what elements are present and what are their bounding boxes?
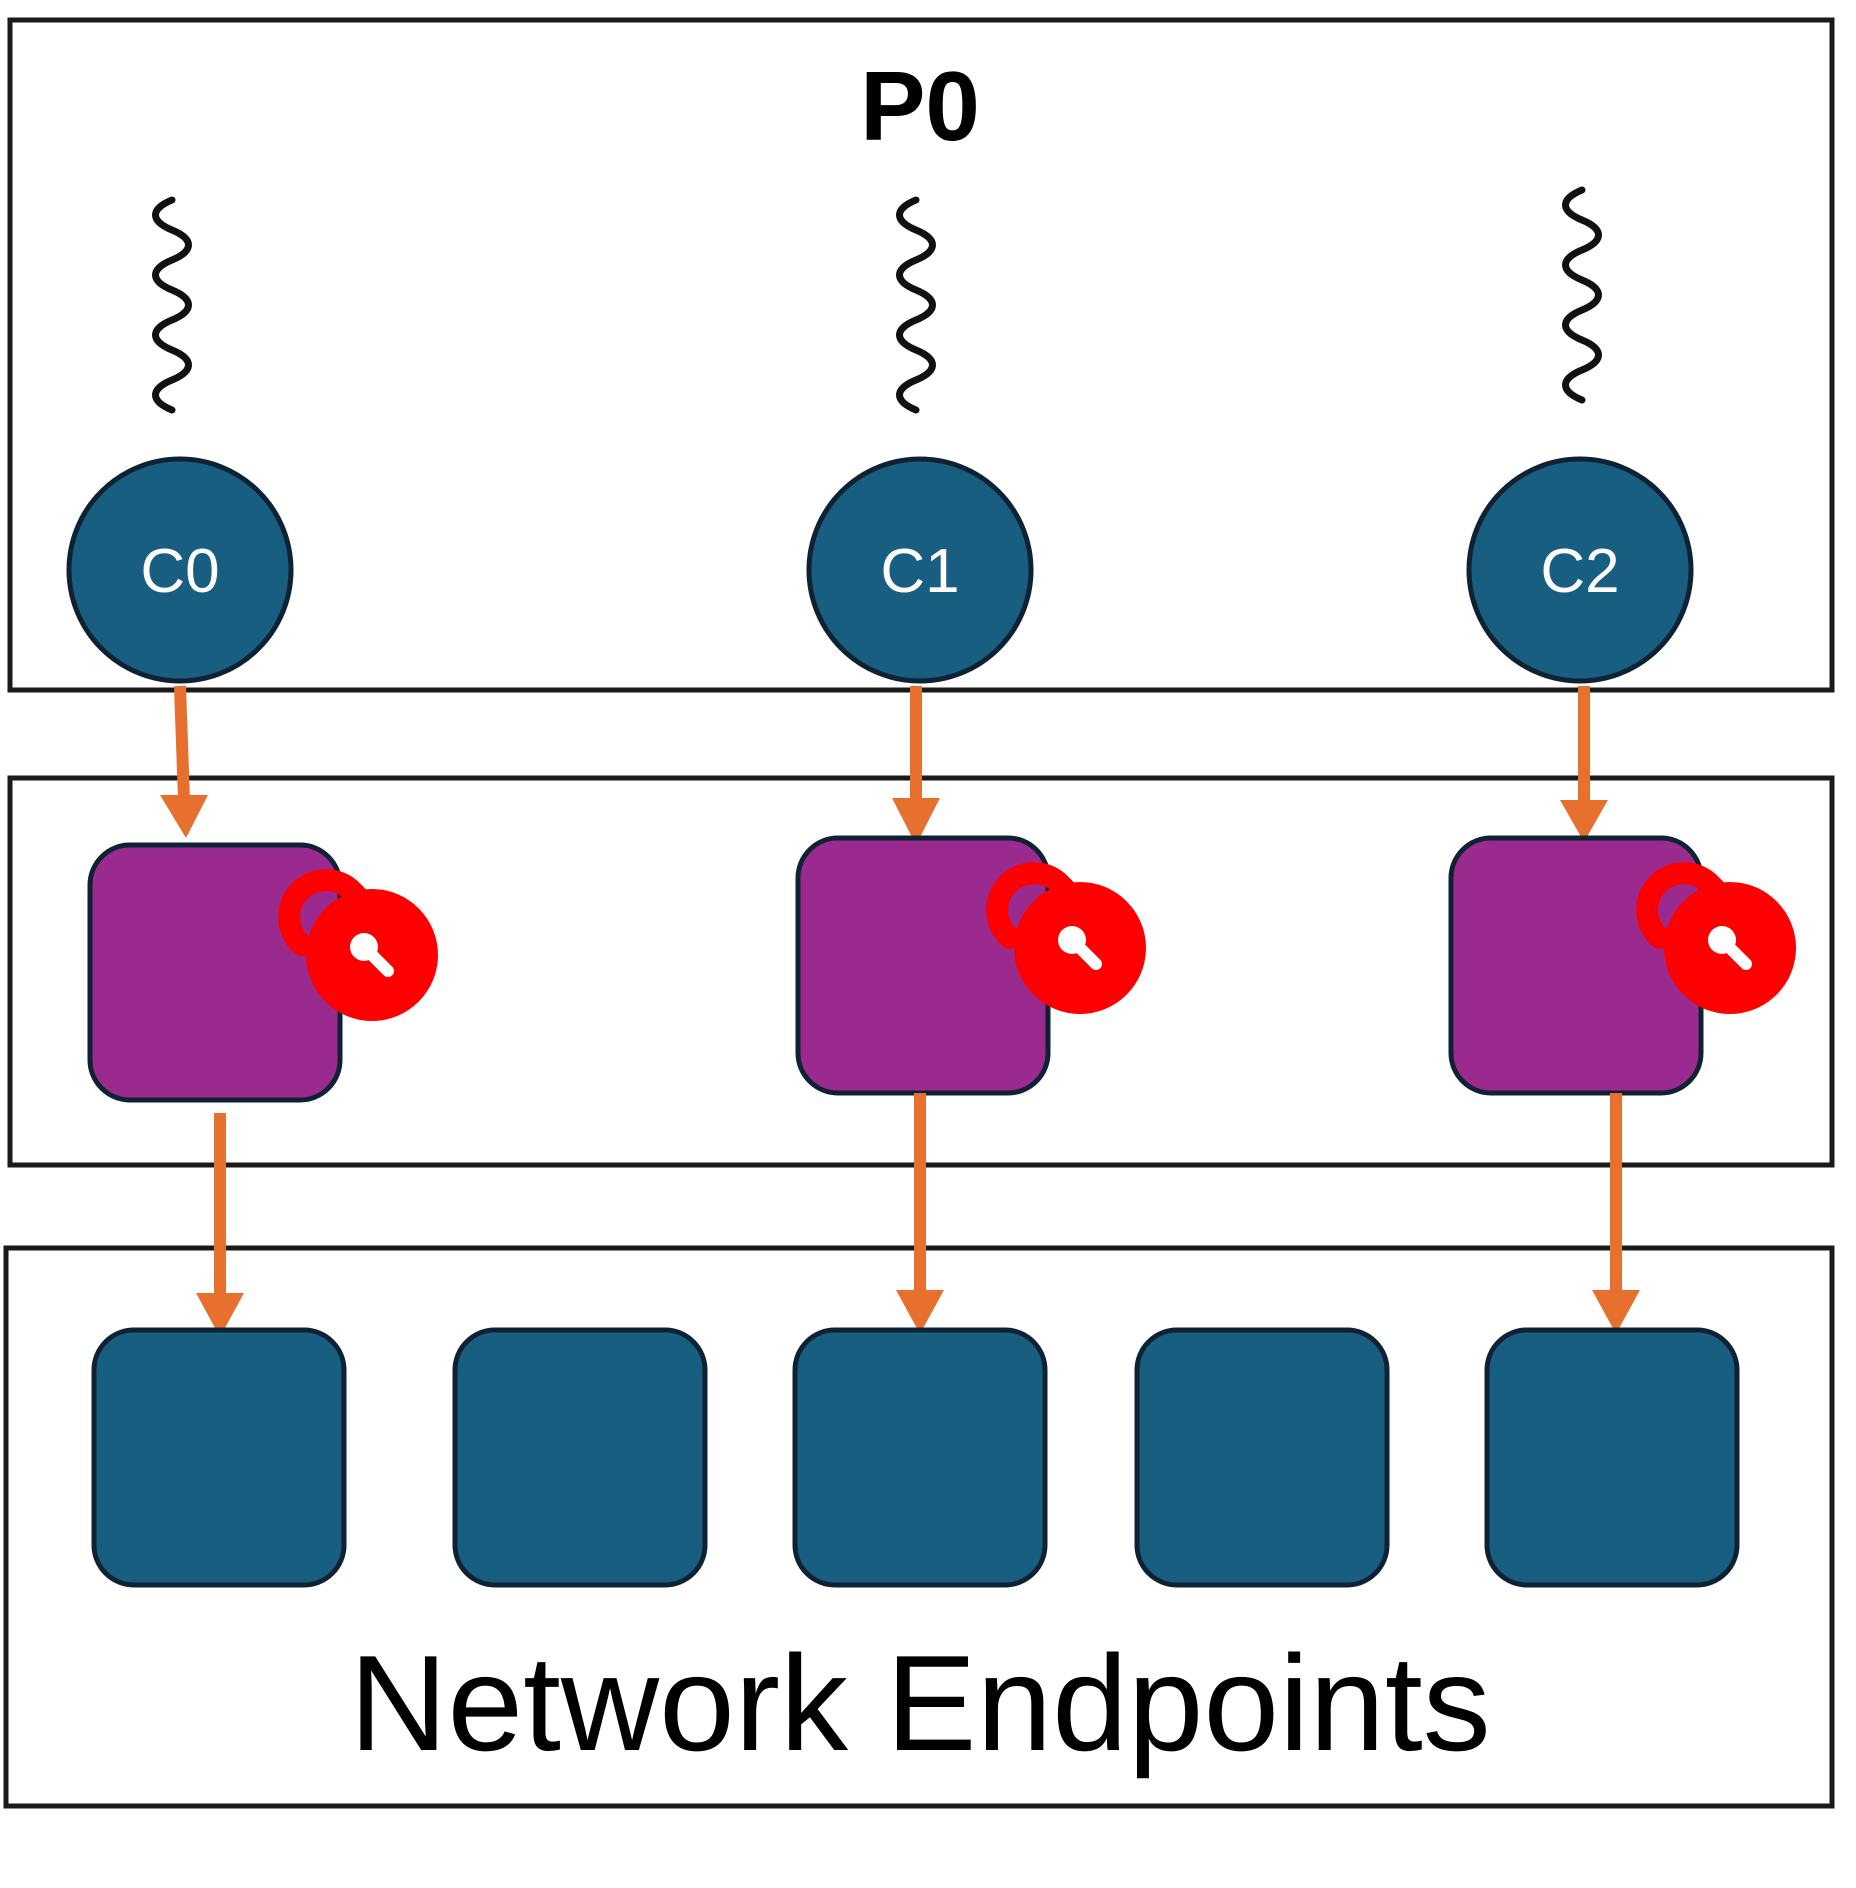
- thread-icon-1: [896, 196, 936, 414]
- endpoint-block-1: [452, 1327, 708, 1588]
- core-node-0: C0: [66, 456, 294, 684]
- process-title: P0: [860, 51, 980, 161]
- endpoint-block-3: [1134, 1327, 1390, 1588]
- thread-icon-2: [1562, 186, 1602, 404]
- endpoint-block-0: [91, 1327, 347, 1588]
- thread-icon-0: [152, 196, 192, 414]
- arrow-core-2-to-context: [1560, 686, 1608, 842]
- arrow-context-1-to-endpoint: [896, 1093, 944, 1334]
- arrow-context-0-to-endpoint: [196, 1113, 244, 1337]
- arrow-context-2-to-endpoint: [1592, 1093, 1640, 1334]
- endpoints-label: Network Endpoints: [349, 1627, 1490, 1779]
- core-label: C0: [140, 537, 219, 606]
- padlock-icon-1: [986, 862, 1146, 1014]
- core-label: C2: [1540, 537, 1619, 606]
- padlock-icon-2: [1636, 862, 1796, 1014]
- core-node-1: C1: [806, 456, 1034, 684]
- endpoint-block-4: [1484, 1327, 1740, 1588]
- arrow-core-0-to-context: [160, 685, 208, 838]
- core-label: C1: [880, 537, 959, 606]
- core-node-2: C2: [1466, 456, 1694, 684]
- arrow-core-1-to-context: [892, 686, 940, 845]
- padlock-icon-0: [278, 869, 438, 1021]
- endpoint-block-2: [792, 1327, 1048, 1588]
- endpoints-box: Network Endpoints: [3, 1245, 1835, 1809]
